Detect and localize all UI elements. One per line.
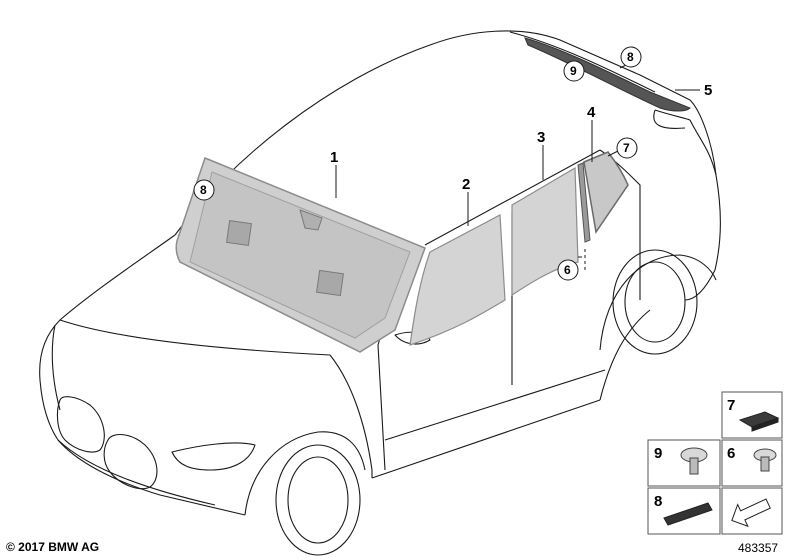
car-body — [39, 30, 721, 556]
svg-text:6: 6 — [727, 445, 735, 462]
arrow-tile — [721, 487, 783, 535]
rear-side-window — [583, 151, 629, 234]
label-1: 1 — [330, 149, 338, 166]
label-5: 5 — [704, 82, 712, 99]
label-3: 3 — [537, 129, 545, 146]
front-door-glass — [409, 214, 506, 346]
callout-6: 6 — [557, 259, 579, 281]
windscreen-glass — [175, 157, 426, 353]
drawing-number: 483357 — [738, 541, 779, 555]
tile-6: 6 — [721, 439, 783, 487]
svg-text:8: 8 — [654, 493, 662, 510]
tile-9: 9 — [647, 439, 721, 487]
label-2: 2 — [462, 176, 470, 193]
svg-text:8: 8 — [200, 183, 207, 197]
tile-8: 8 — [647, 487, 721, 535]
svg-text:9: 9 — [570, 64, 577, 78]
svg-text:6: 6 — [564, 263, 571, 277]
callout-7: 7 — [616, 137, 638, 159]
callout-8-front: 8 — [193, 179, 215, 201]
parts-tiles: 7 9 6 8 — [647, 391, 783, 535]
label-4: 4 — [587, 104, 596, 121]
svg-text:7: 7 — [623, 141, 630, 155]
copyright-text: © 2017 BMW AG — [6, 540, 100, 554]
svg-text:9: 9 — [654, 445, 662, 462]
svg-text:8: 8 — [627, 50, 634, 64]
callout-9-rear: 9 — [563, 60, 585, 82]
rear-door-channel — [577, 162, 591, 243]
callout-8-rear: 8 — [620, 46, 642, 68]
tile-7: 7 — [721, 391, 783, 439]
rear-window-glass — [524, 37, 691, 112]
svg-text:7: 7 — [727, 397, 735, 414]
